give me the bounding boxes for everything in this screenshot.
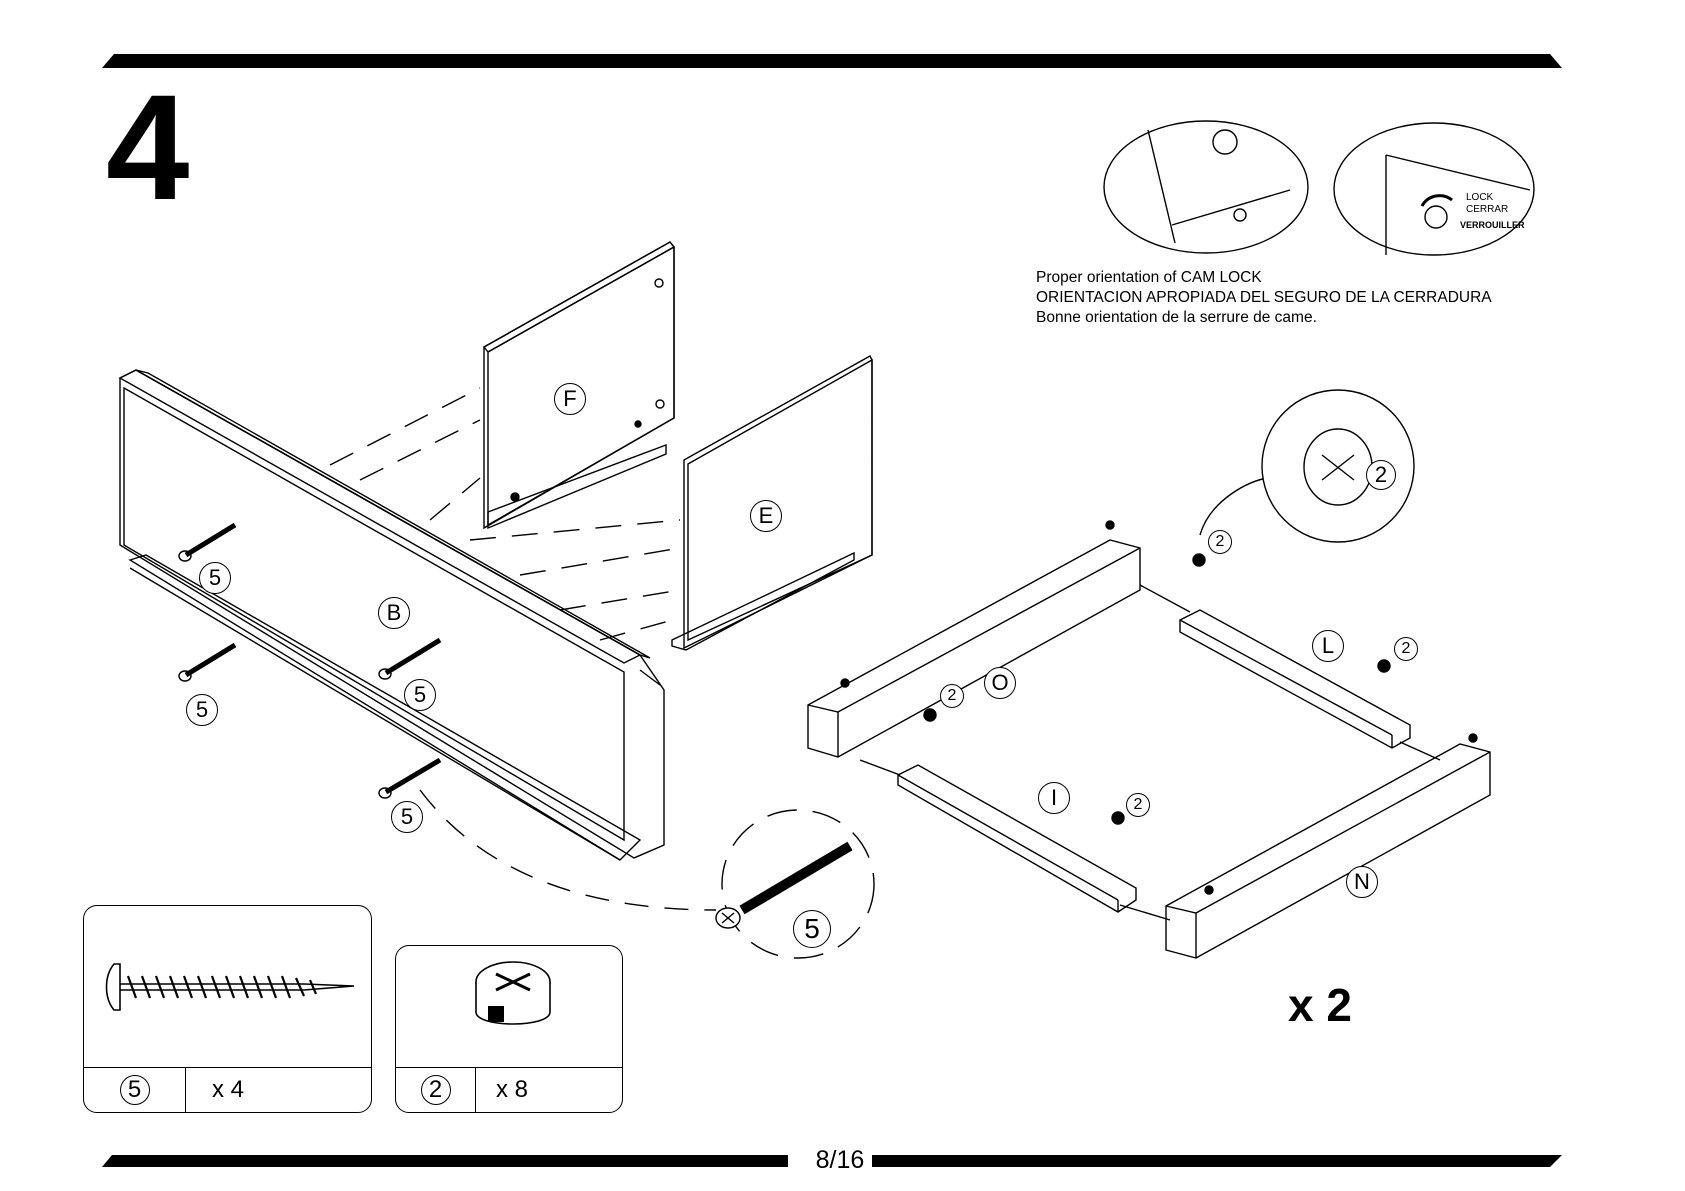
parts-box-cam: 2 x 8 bbox=[395, 945, 623, 1113]
callout-screw-4: 5 bbox=[391, 801, 423, 833]
label-panel-b: B bbox=[378, 597, 410, 629]
callout-cam-3: 2 bbox=[940, 684, 964, 708]
part-id-cell: 2 bbox=[396, 1068, 476, 1112]
callout-cam-2: 2 bbox=[1394, 637, 1418, 661]
parts-row-screw: 5 x 4 bbox=[84, 1067, 371, 1112]
cam-lock-icon bbox=[396, 946, 622, 1066]
callout-screw-3: 5 bbox=[404, 679, 436, 711]
callout-screw-1: 5 bbox=[199, 562, 231, 594]
label-panel-e: E bbox=[750, 500, 782, 532]
label-rail-o: O bbox=[984, 667, 1016, 699]
part-qty-cam: x 8 bbox=[496, 1068, 528, 1112]
step-number: 4 bbox=[106, 72, 185, 222]
label-rail-l: L bbox=[1312, 630, 1344, 662]
screw-icon bbox=[84, 906, 371, 1066]
page-number: 8/16 bbox=[790, 1146, 890, 1175]
parts-box-screw: 5 x 4 bbox=[83, 905, 372, 1113]
multiplier: x 2 bbox=[1288, 978, 1352, 1032]
label-rail-i: I bbox=[1038, 782, 1070, 814]
cam-note-es: ORIENTACION APROPIADA DEL SEGURO DE LA C… bbox=[1036, 288, 1492, 308]
label-rail-n: N bbox=[1346, 866, 1378, 898]
cam-note-en: Proper orientation of CAM LOCK bbox=[1036, 268, 1492, 288]
callout-cam-1: 2 bbox=[1208, 530, 1232, 554]
part-id-cell: 5 bbox=[84, 1068, 186, 1112]
part-id-cam: 2 bbox=[421, 1075, 451, 1105]
parts-row-cam: 2 x 8 bbox=[396, 1067, 622, 1112]
callout-screw-detail: 5 bbox=[793, 910, 831, 948]
callout-screw-2: 5 bbox=[186, 694, 218, 726]
part-id-screw: 5 bbox=[120, 1075, 150, 1105]
callout-cam-4: 2 bbox=[1126, 793, 1150, 817]
cam-note-fr: Bonne orientation de la serrure de came. bbox=[1036, 308, 1492, 328]
lock-label: LOCK bbox=[1466, 192, 1494, 203]
cam-lock-note: Proper orientation of CAM LOCK ORIENTACI… bbox=[1036, 268, 1492, 328]
callout-cam-detail: 2 bbox=[1366, 460, 1396, 490]
part-qty-screw: x 4 bbox=[212, 1068, 244, 1112]
verrouiller-label: VERROUILLER bbox=[1460, 220, 1525, 230]
label-panel-f: F bbox=[554, 383, 586, 415]
cerrar-label: CERRAR bbox=[1466, 204, 1508, 215]
